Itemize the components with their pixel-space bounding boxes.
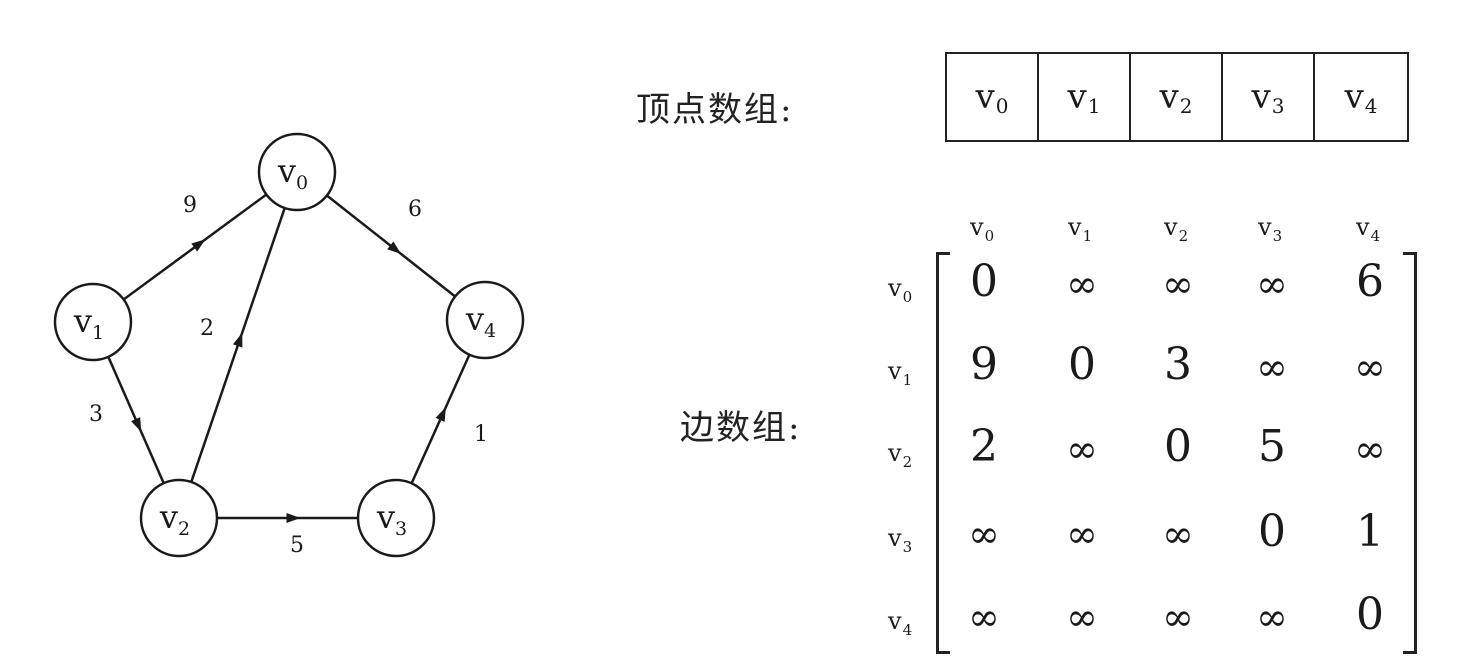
matrix-cell: ∞: [1256, 262, 1288, 306]
graph-vertex-v1: v1: [53, 282, 133, 362]
matrix-cell: 5: [1258, 421, 1286, 472]
matrix-cell: ∞: [1162, 262, 1194, 306]
matrix-cell: 9: [970, 339, 998, 390]
edge-weight-label: 1: [474, 422, 488, 447]
graph-vertex-v2: v2: [139, 478, 219, 558]
graph-vertex-v4: v4: [445, 280, 525, 360]
matrix-cell: 0: [970, 256, 998, 307]
edge-weight-label: 9: [183, 193, 197, 218]
matrix-left-bracket: [936, 252, 950, 654]
vertex-label: v0: [277, 152, 308, 194]
matrix-row-header: v3: [888, 524, 913, 556]
edge-weight-label: 6: [408, 197, 422, 222]
matrix-cell: ∞: [1066, 512, 1098, 556]
matrix-row-header: v1: [888, 357, 913, 389]
matrix-cell: ∞: [968, 595, 1000, 639]
matrix-cell: ∞: [968, 512, 1000, 556]
matrix-cell: ∞: [1354, 427, 1386, 471]
matrix-cell: 0: [1068, 339, 1096, 390]
matrix-cell: ∞: [1162, 595, 1194, 639]
matrix-column-header: v1: [1068, 213, 1093, 245]
matrix-cell: 3: [1164, 339, 1192, 390]
matrix-cell: 0: [1258, 506, 1286, 557]
matrix-cell: 0: [1164, 421, 1192, 472]
matrix-cell: ∞: [1354, 345, 1386, 389]
vertex-label: v2: [159, 498, 190, 540]
edge-weight-label: 5: [290, 533, 304, 558]
vertex-array-title: 顶点数组:: [636, 90, 794, 130]
matrix-cell: ∞: [1256, 595, 1288, 639]
edge-array-title: 边数组:: [680, 408, 802, 448]
edge-v1-v2: [107, 356, 165, 484]
matrix-column-header: v4: [1356, 213, 1381, 245]
directed-graph: 9 6 2 3 5 1 v0 v1 v2 v3 v4: [53, 132, 525, 558]
edge-v0-v4: [326, 194, 456, 298]
edge-v3-v4: [410, 354, 471, 484]
matrix-cell: ∞: [1256, 345, 1288, 389]
matrix-cell: ∞: [1066, 427, 1098, 471]
matrix-right-bracket: [1403, 252, 1417, 654]
matrix-cell: ∞: [1066, 262, 1098, 306]
matrix-row-header: v2: [888, 439, 913, 471]
matrix-cell: 1: [1356, 506, 1384, 557]
matrix-row-header: v0: [888, 274, 913, 306]
graph-vertex-v0: v0: [257, 132, 337, 212]
matrix-column-header: v0: [970, 213, 995, 245]
graph-vertex-v3: v3: [356, 478, 436, 558]
matrix-cell: 6: [1356, 256, 1384, 307]
matrix-row-header: v4: [888, 607, 913, 639]
edge-weight-label: 3: [89, 402, 103, 427]
matrix-cell: ∞: [1162, 512, 1194, 556]
matrix-cell: 0: [1356, 589, 1384, 640]
edge-weight-label: 2: [200, 316, 214, 341]
matrix-column-header: v2: [1164, 213, 1189, 245]
matrix-column-header: v3: [1258, 213, 1283, 245]
matrix-cell: 2: [970, 421, 998, 472]
edge-v2-v0: [190, 207, 286, 483]
matrix-cell: ∞: [1066, 595, 1098, 639]
